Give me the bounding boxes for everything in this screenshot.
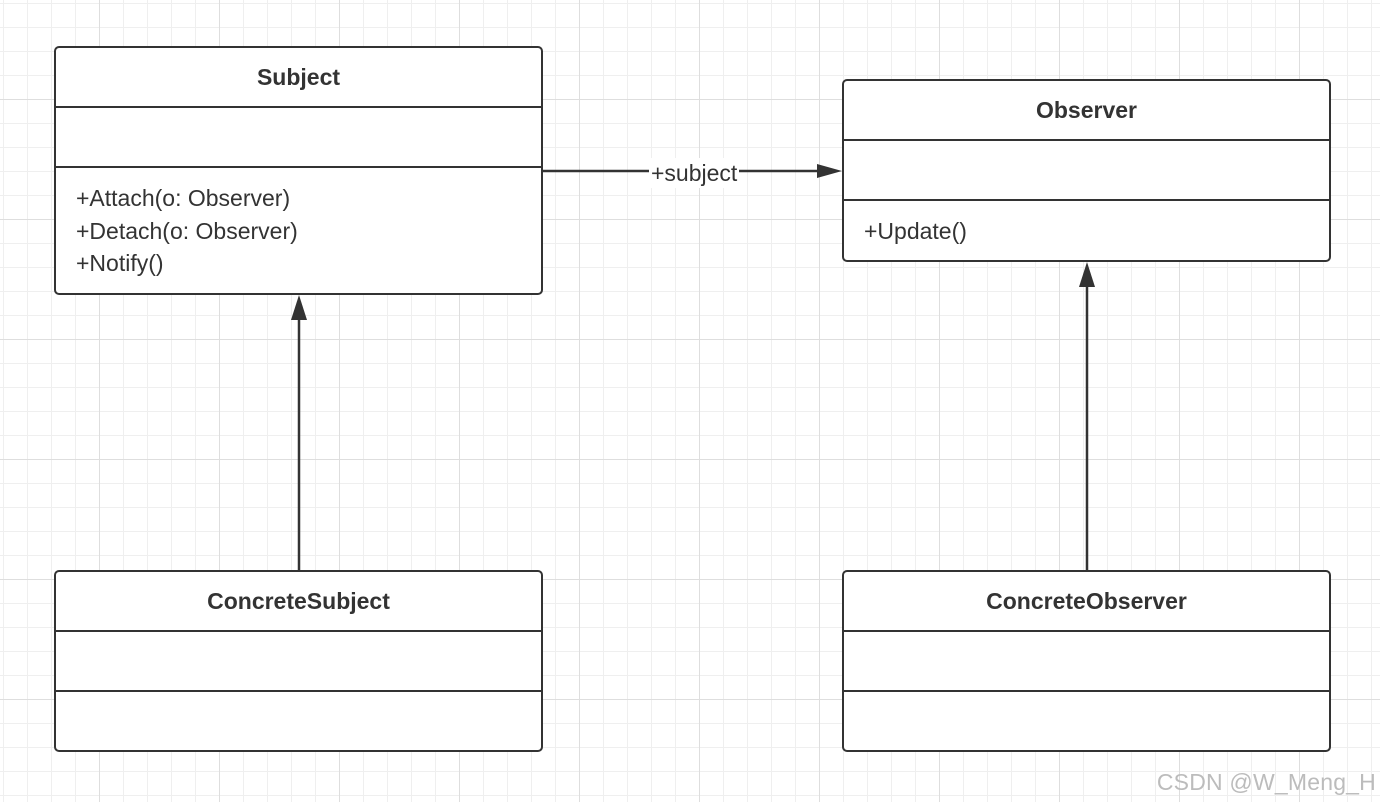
attributes-compartment [56, 108, 541, 168]
operation-detach: +Detach(o: Observer) [76, 217, 298, 244]
operations-compartment: +Attach(o: Observer) +Detach(o: Observer… [56, 168, 541, 280]
operations-compartment: +Update() [844, 201, 1329, 248]
inheritance-concretesubject-subject [291, 295, 307, 570]
watermark: CSDN @W_Meng_H [1156, 769, 1376, 795]
association-arrowhead-icon [817, 164, 842, 178]
operation-notify: +Notify() [76, 250, 164, 276]
class-concrete-subject[interactable]: ConcreteSubject [54, 570, 543, 752]
class-name: Observer [844, 81, 1329, 141]
class-subject[interactable]: Subject +Attach(o: Observer) +Detach(o: … [54, 46, 543, 295]
inheritance-arrowhead-icon [291, 295, 307, 320]
operations-compartment [56, 692, 541, 706]
operation-attach: +Attach(o: Observer) [76, 185, 291, 211]
class-observer[interactable]: Observer +Update() [842, 79, 1331, 262]
class-name: ConcreteSubject [56, 572, 541, 632]
attributes-compartment [56, 632, 541, 692]
operation-update: +Update() [864, 218, 967, 244]
class-name: Subject [56, 48, 541, 108]
class-concrete-observer[interactable]: ConcreteObserver [842, 570, 1331, 752]
attributes-compartment [844, 141, 1329, 201]
inheritance-concreteobserver-observer [1079, 262, 1095, 570]
class-name: ConcreteObserver [844, 572, 1329, 632]
operations-compartment [844, 692, 1329, 706]
association-label: +subject [649, 158, 740, 188]
attributes-compartment [844, 632, 1329, 692]
inheritance-arrowhead-icon [1079, 262, 1095, 287]
